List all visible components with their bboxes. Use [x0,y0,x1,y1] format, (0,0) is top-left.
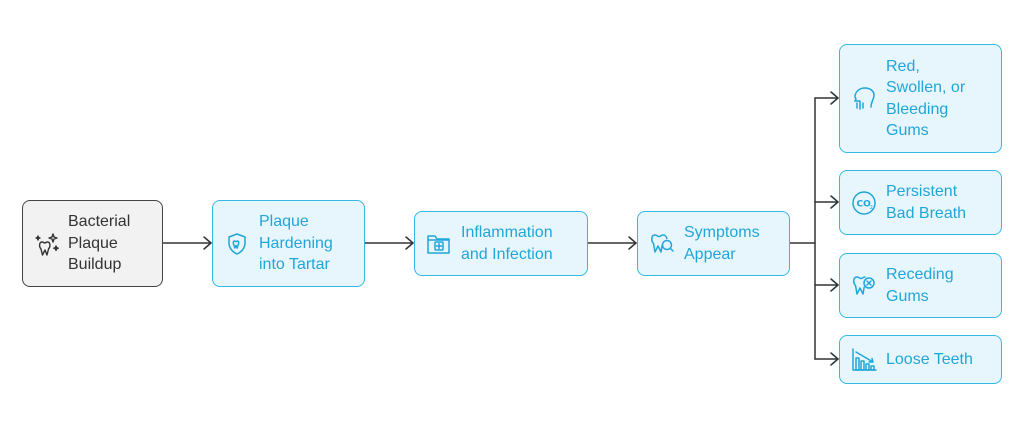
node-label: Symptoms Appear [684,224,760,263]
node-symptoms-appear[interactable]: Symptoms Appear [637,211,790,276]
node-bacterial-plaque-buildup[interactable]: Bacterial Plaque Buildup [22,200,163,287]
node-plaque-hardening-into-tartar[interactable]: Plaque Hardening into Tartar [212,200,365,287]
node-label: Receding Gums [886,266,954,305]
tooth-search-icon [648,230,676,258]
tooth-shield-icon [223,231,251,257]
node-loose-teeth[interactable]: Loose Teeth [839,335,1002,384]
svg-text:2: 2 [870,205,874,211]
tooth-x-icon [850,272,878,300]
node-label: Bacterial Plaque Buildup [68,213,131,274]
co2-breath-icon: CO 2 [850,189,878,217]
sparkling-tooth-icon [33,230,63,258]
medical-folder-icon [425,231,453,257]
node-persistent-bad-breath[interactable]: CO 2 Persistent Bad Breath [839,170,1002,235]
node-inflammation-and-infection[interactable]: Inflammation and Infection [414,211,588,276]
node-label: Loose Teeth [886,350,973,368]
node-label: Inflammation and Infection [461,224,553,263]
node-label: Red, Swollen, or Bleeding Gums [886,57,966,140]
node-label: Plaque Hardening into Tartar [259,213,333,274]
node-receding-gums[interactable]: Receding Gums [839,253,1002,318]
svg-text:CO: CO [857,199,872,209]
node-bleeding-gums[interactable]: Red, Swollen, or Bleeding Gums [839,44,1002,153]
declining-chart-icon [850,346,878,374]
node-label: Persistent Bad Breath [886,183,967,222]
mouth-profile-icon [850,85,878,113]
